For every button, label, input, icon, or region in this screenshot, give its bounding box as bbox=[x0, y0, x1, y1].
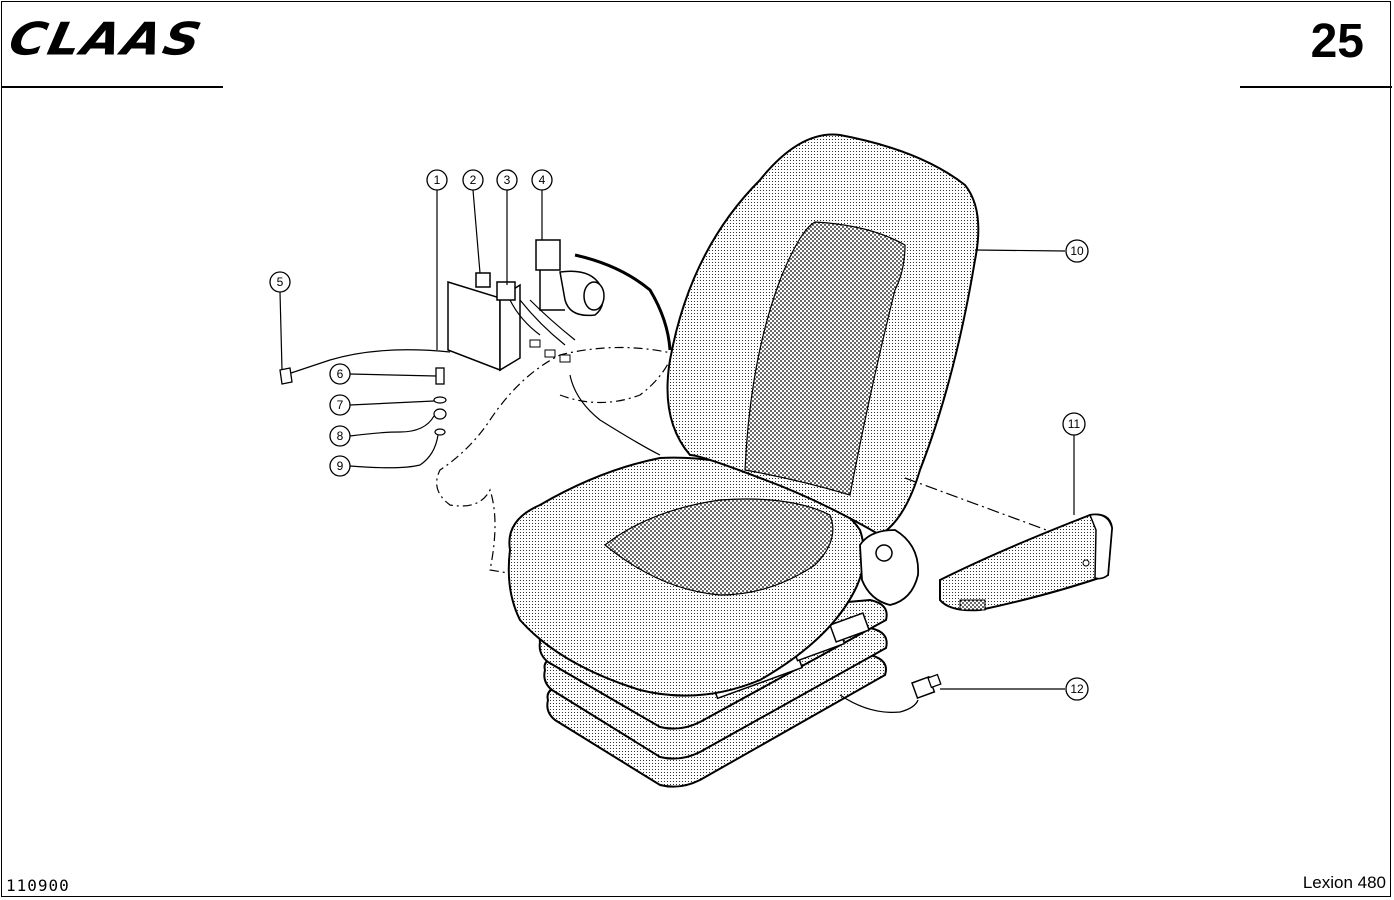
mounting-outline bbox=[436, 346, 681, 576]
model-name: Lexion 480 bbox=[1302, 873, 1386, 892]
callout-label-11: 11 bbox=[1068, 417, 1081, 431]
callout-label-8: 8 bbox=[337, 429, 344, 443]
callout-4: 4 bbox=[531, 169, 553, 191]
callout-3: 3 bbox=[496, 169, 518, 191]
callout-10: 10 bbox=[1065, 239, 1089, 263]
seat-cushion bbox=[507, 456, 865, 697]
armrest bbox=[939, 513, 1114, 612]
callout-11: 11 bbox=[1062, 412, 1086, 436]
document-code: 110900 bbox=[6, 876, 70, 895]
callout-label-12: 12 bbox=[1070, 682, 1084, 696]
power-plug bbox=[839, 673, 942, 714]
callout-1: 1 bbox=[426, 169, 448, 191]
callout-12: 12 bbox=[1065, 677, 1089, 701]
page-number: 25 bbox=[1310, 15, 1364, 68]
callout-label-3: 3 bbox=[504, 173, 511, 187]
callout-label-2: 2 bbox=[470, 173, 477, 187]
callout-8: 8 bbox=[329, 425, 351, 447]
callout-label-10: 10 bbox=[1070, 244, 1084, 258]
callout-7: 7 bbox=[329, 394, 351, 416]
callout-label-6: 6 bbox=[337, 367, 344, 381]
callout-label-4: 4 bbox=[539, 173, 546, 187]
callout-label-7: 7 bbox=[337, 398, 344, 412]
callout-label-9: 9 bbox=[337, 459, 344, 473]
callout-label-1: 1 bbox=[434, 173, 441, 187]
mounting-outline-2 bbox=[559, 359, 671, 404]
callout-9: 9 bbox=[329, 455, 351, 477]
seat-backrest bbox=[666, 133, 980, 606]
page-number-underline bbox=[1240, 86, 1392, 88]
callout-2: 2 bbox=[462, 169, 484, 191]
compressor-assembly bbox=[279, 239, 672, 456]
leader-lines bbox=[279, 189, 1075, 690]
callout-5: 5 bbox=[269, 271, 291, 293]
logo-underline bbox=[2, 86, 223, 88]
callout-label-5: 5 bbox=[277, 275, 284, 289]
callout-6: 6 bbox=[329, 363, 351, 385]
armrest-axis bbox=[904, 477, 1061, 536]
